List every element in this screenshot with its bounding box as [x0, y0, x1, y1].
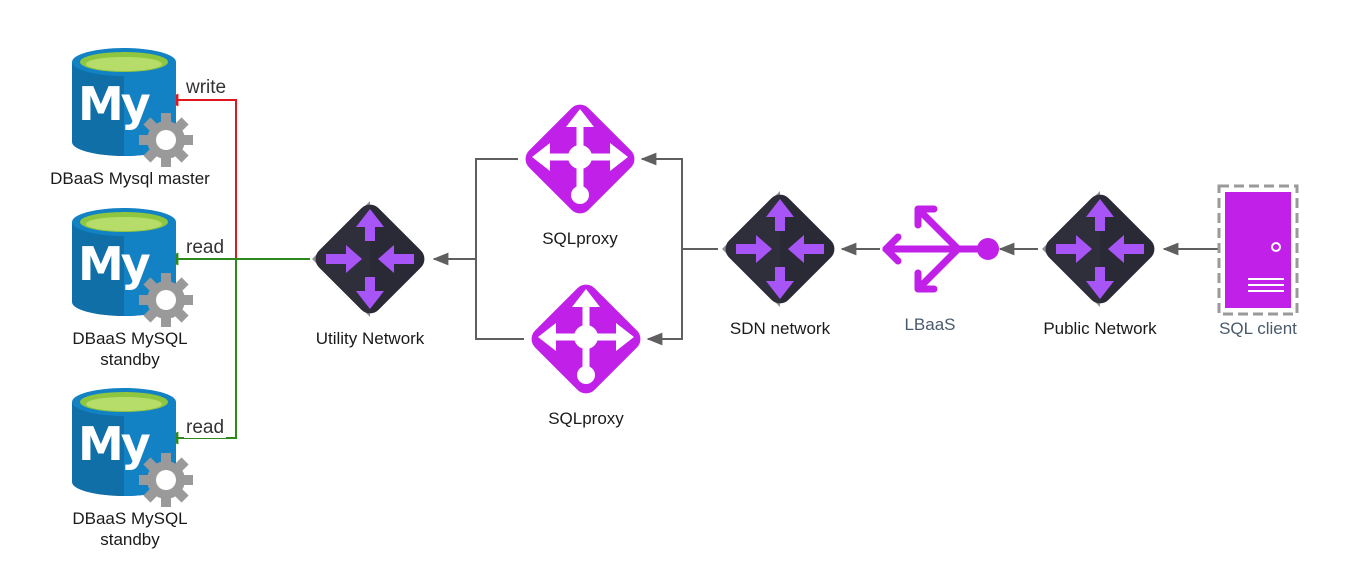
node-label-sdn: SDN network: [729, 319, 831, 338]
mysql-standby1-icon: [72, 208, 193, 327]
lbaas-endpoint-dot: [977, 238, 999, 260]
edge-label-read-standby2: read: [184, 417, 227, 438]
node-label-public: Public Network: [1043, 319, 1157, 338]
lbaas-icon: [882, 205, 984, 293]
node-label-standby1-line1: DBaaS MySQL: [72, 329, 188, 348]
node-label-standby2-line2: standby: [100, 530, 160, 549]
edge-label-read-standby1: read: [184, 237, 227, 258]
node-label-sql-client: SQL client: [1219, 319, 1297, 338]
node-label-sqlproxy1: SQLproxy: [542, 229, 618, 248]
node-label-lbaas: LBaaS: [904, 315, 956, 334]
server-icon: [1217, 184, 1299, 316]
mysql-standby2-icon: [72, 388, 193, 507]
node-label-master: DBaaS Mysql master: [50, 169, 210, 188]
node-label-standby1-line2: standby: [100, 350, 160, 369]
edge-label-write: write: [184, 77, 229, 98]
sdn-router-icon: [720, 189, 840, 309]
node-label-standby2-line1: DBaaS MySQL: [72, 509, 188, 528]
node-label-sqlproxy2: SQLproxy: [548, 409, 624, 428]
edge-read-standby2: [162, 259, 237, 445]
sqlproxy2-icon: [527, 280, 646, 399]
node-label-utility: Utility Network: [315, 329, 425, 348]
mysql-master-icon: [72, 48, 193, 167]
utility-router-icon: [310, 199, 430, 319]
edge-proxy2-to-utility: [475, 259, 524, 340]
sqlproxy1-icon: [521, 100, 640, 219]
edge-sdn-to-proxy2: [646, 249, 683, 346]
edge-sdn-to-proxy1: [640, 152, 718, 250]
public-router-icon: [1040, 189, 1160, 309]
edge-proxy1-to-utility: [432, 158, 518, 266]
